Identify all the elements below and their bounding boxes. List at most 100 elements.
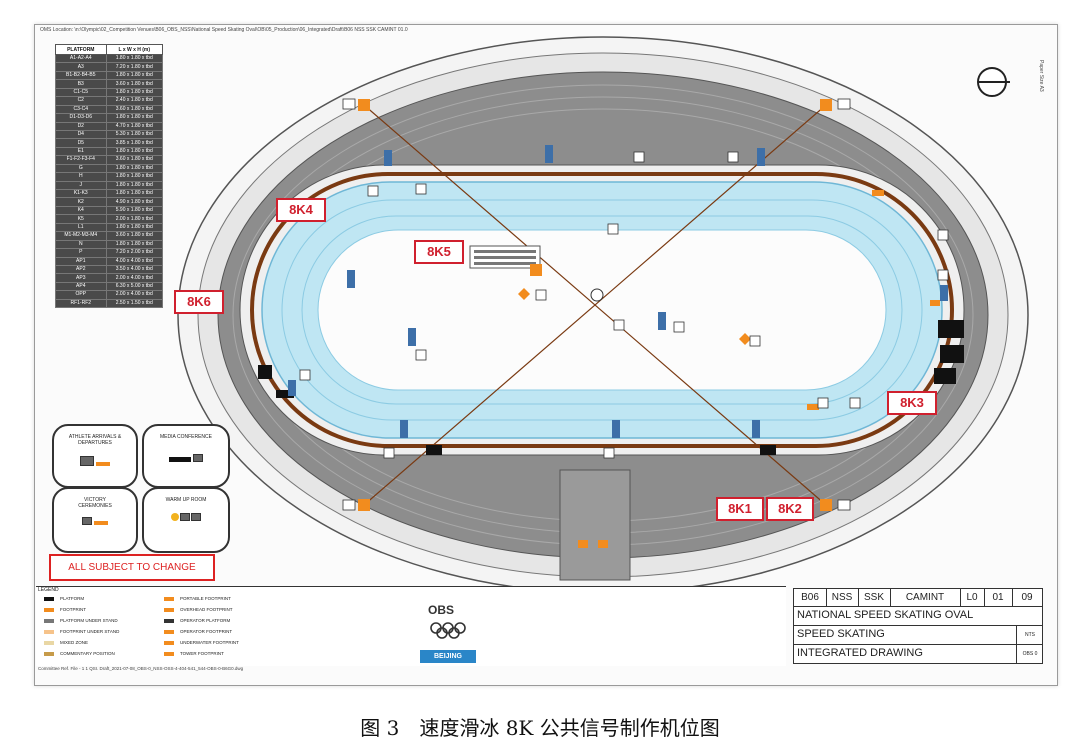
platform-dimensions-cell: 1.80 x 1.80 x tbd (105, 70, 164, 81)
platform-dimensions-cell: 4.90 x 1.80 x tbd (105, 197, 164, 207)
warm-up-room-box: WARM UP ROOM (142, 487, 230, 553)
media-conference-box: MEDIA CONFERENCE (142, 424, 230, 488)
legend-swatch (164, 618, 174, 623)
camera-label-8k1: 8K1 (716, 497, 764, 521)
platform-id-cell: D4 (55, 129, 107, 140)
dimensions-header: L x W x H (m) (105, 44, 164, 55)
platform-id-cell: D2 (55, 121, 107, 131)
platform-id-cell: P (55, 248, 107, 258)
platform-dimensions-cell: 5.90 x 1.80 x tbd (105, 205, 164, 216)
platform-id-cell: AP4 (55, 281, 107, 292)
code-venue-no: B06 (794, 589, 827, 606)
platform-id-cell: A1-A2-A4 (55, 53, 107, 64)
platform-id-cell: C3-C4 (55, 104, 107, 115)
warm-up-room-label: WARM UP ROOM (165, 497, 207, 503)
legend-item: UNDERWATER FOOTPRINT (164, 640, 239, 645)
platform-dimensions-cell: 1.80 x 1.80 x tbd (105, 87, 164, 98)
platform-dimensions-cell: 3.60 x 1.80 x tbd (105, 104, 164, 115)
title-block: B06 NSS SSK CAMINT L0 01 09 NATIONAL SPE… (793, 588, 1043, 664)
platform-dimensions-cell: 1.80 x 1.80 x tbd (105, 172, 164, 182)
legend-swatch (164, 629, 174, 634)
legend-label: OVERHEAD FOOTPRINT (180, 607, 233, 612)
platform-id-cell: B3 (55, 79, 107, 89)
platform-id-cell: M1-M2-M3-M4 (55, 231, 107, 241)
code-sheet: 01 (984, 589, 1013, 606)
camera-tags (299, 98, 949, 511)
platform-dimensions-cell: 3.60 x 1.80 x tbd (105, 79, 164, 89)
platform-id-cell: AP3 (55, 273, 107, 283)
lane-line (301, 215, 903, 405)
platform-id-cell: N (55, 239, 107, 250)
legend-label: FOOTPRINT UNDER STAND (60, 629, 120, 634)
legend-label: MIXED ZONE (60, 640, 89, 645)
platform-id-cell: C2 (55, 96, 107, 106)
title-sport: SPEED SKATING (797, 628, 885, 640)
platform-dimensions-cell: 3.85 x 1.80 x tbd (105, 138, 164, 148)
legend-title: LEGEND (38, 587, 59, 593)
corner-footprints (358, 99, 832, 511)
legend-item: FOOTPRINT (44, 607, 86, 612)
platform-id-cell: AP2 (55, 264, 107, 275)
platform-id-cell: AP1 (55, 256, 107, 266)
legend-swatch (164, 607, 174, 612)
legend-label: PLATFORM (60, 596, 85, 601)
media-conference-footprint (144, 454, 228, 464)
reference-file-line: Committee Ref. File - 1 1 QSI. Draft_202… (38, 666, 244, 671)
platform-id-cell: OPP (55, 290, 107, 300)
platform-id-cell: B1-B2-B4-B5 (55, 70, 107, 81)
code-level: L0 (960, 589, 985, 606)
legend-label: OPERATOR PLATFORM (180, 618, 231, 623)
platform-id-cell: K1-K3 (55, 188, 107, 199)
legend-item: PLATFORM UNDER STAND (44, 618, 118, 623)
legend-swatch (44, 629, 54, 634)
camera-label-8k2: 8K2 (766, 497, 814, 521)
platform-dimensions-cell: 1.80 x 1.80 x tbd (105, 163, 164, 174)
platform-id-cell: F1-F2-F3-F4 (55, 155, 107, 165)
athlete-arrivals-footprint (54, 456, 136, 468)
legend-swatch (44, 651, 54, 656)
platform-dimensions-cell: 2.50 x 1.50 x tbd (105, 298, 164, 309)
platform-dimensions-cell: 2.00 x 4.00 x tbd (105, 273, 164, 283)
platform-id-cell: C1-C5 (55, 87, 107, 98)
platform-id-cell: D5 (55, 138, 107, 148)
platform-dimensions-cell: 7.20 x 1.80 x tbd (105, 62, 164, 72)
platform-dimensions-cell: 1.80 x 1.80 x tbd (105, 239, 164, 250)
title-drawing-code: OBS 0 (1016, 645, 1043, 664)
platform-id-cell: A3 (55, 62, 107, 72)
legend-label: UNDERWATER FOOTPRINT (180, 640, 239, 645)
platform-dimensions-cell: 3.50 x 4.00 x tbd (105, 264, 164, 275)
platform-dimensions-cell: 2.00 x 4.00 x tbd (105, 290, 164, 300)
legend-panel (36, 586, 786, 666)
platform-dimensions-cell: 2.00 x 1.80 x tbd (105, 214, 164, 224)
scoreboard-grid (474, 250, 536, 265)
platform-dimensions-cell: 3.60 x 1.80 x tbd (105, 231, 164, 241)
legend-item: MIXED ZONE (44, 640, 88, 645)
legend-item: OPERATOR PLATFORM (164, 618, 230, 623)
legend-item: PORTABLE FOOTPRINT (164, 596, 231, 601)
south-footprints (578, 540, 608, 548)
title-venue: NATIONAL SPEED SKATING OVAL (797, 609, 974, 621)
legend-label: PLATFORM UNDER STAND (60, 618, 118, 623)
subject-to-change-warning: ALL SUBJECT TO CHANGE (49, 554, 215, 581)
camera-label-8k4: 8K4 (276, 198, 326, 222)
south-entrance (559, 469, 631, 581)
lane-line (281, 199, 923, 421)
platform-dimensions-cell: 1.80 x 1.80 x tbd (105, 222, 164, 233)
legend-swatch (44, 607, 54, 612)
